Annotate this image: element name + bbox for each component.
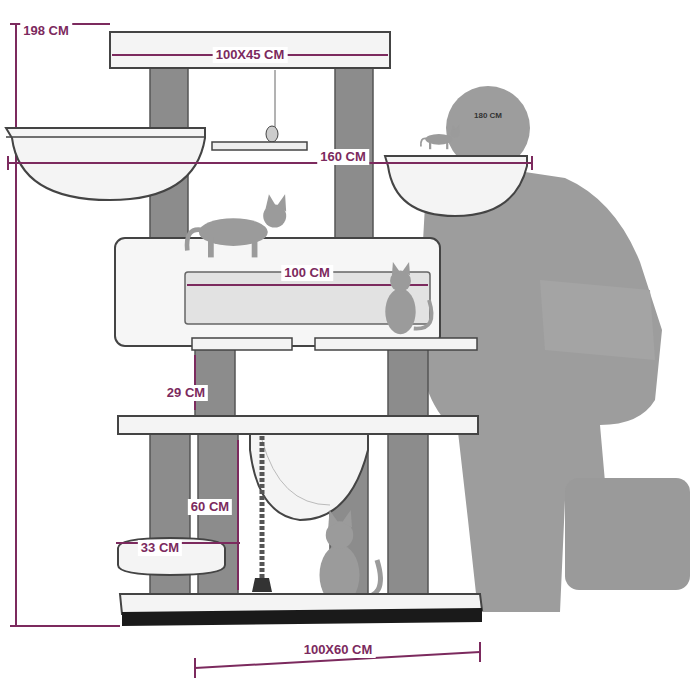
dimension-line bbox=[195, 642, 480, 678]
top-platform bbox=[110, 32, 390, 68]
dimension-label: 160 CM bbox=[317, 149, 369, 165]
dimension-label: 198 CM bbox=[20, 23, 72, 39]
dimension-line bbox=[237, 440, 239, 590]
hammock-stitch bbox=[262, 440, 330, 505]
dimension-line bbox=[194, 355, 196, 410]
cat bbox=[421, 124, 460, 149]
dimension-label: 33 CM bbox=[138, 540, 182, 556]
base-edge bbox=[122, 608, 482, 626]
dimension-label: 100X45 CM bbox=[213, 47, 288, 63]
dimension-label: 100X60 CM bbox=[301, 642, 376, 658]
dimension-label: 29 CM bbox=[164, 385, 208, 401]
cat bbox=[320, 510, 381, 605]
platform bbox=[315, 338, 477, 350]
cave-box bbox=[115, 238, 440, 346]
dimension-lines bbox=[8, 24, 532, 626]
toy bbox=[266, 126, 278, 142]
post bbox=[388, 432, 428, 594]
dimension-line bbox=[12, 162, 528, 164]
rope bbox=[260, 436, 265, 578]
hammock bbox=[385, 156, 527, 216]
dimension-label: 180 CM bbox=[471, 111, 505, 121]
cat bbox=[385, 262, 431, 334]
dimension-label: 100 CM bbox=[281, 265, 333, 281]
toy-string bbox=[275, 70, 276, 128]
rope-tassel bbox=[252, 578, 272, 592]
platform bbox=[118, 416, 478, 434]
cat bbox=[187, 194, 286, 257]
platform bbox=[192, 338, 292, 350]
hammock-rim bbox=[6, 136, 205, 138]
small-plank bbox=[212, 142, 307, 150]
post bbox=[388, 348, 428, 418]
post bbox=[195, 348, 235, 418]
hanging-hammock bbox=[250, 432, 368, 520]
dimension-label: 60 CM bbox=[188, 499, 232, 515]
